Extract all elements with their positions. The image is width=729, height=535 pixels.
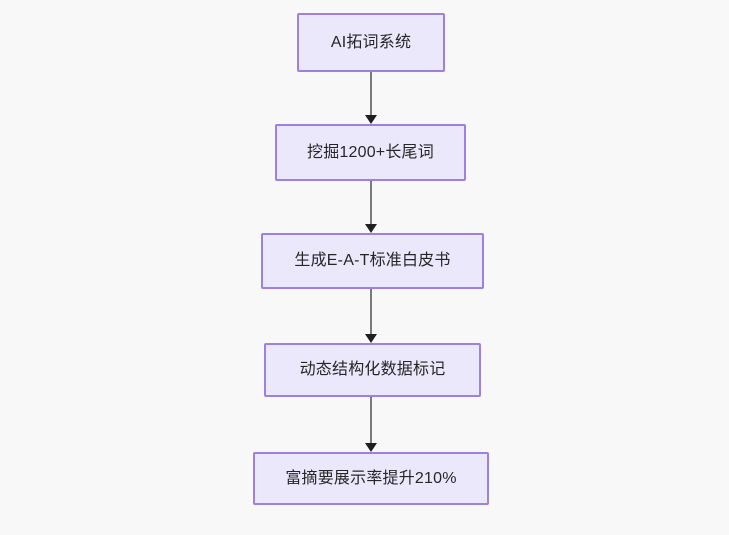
- flow-node-label: 挖掘1200+长尾词: [307, 143, 434, 161]
- connector-n1-n2: [356, 72, 386, 124]
- flow-node-label: 动态结构化数据标记: [299, 361, 446, 379]
- flow-node-label: 富摘要展示率提升210%: [285, 469, 457, 487]
- connector-n2-n3: [356, 181, 386, 233]
- flow-node-label: 生成E-A-T标准白皮书: [294, 252, 451, 270]
- flow-node-ai-keyword-system[interactable]: AI拓词系统: [297, 13, 445, 72]
- flow-node-dynamic-structured-data-markup[interactable]: 动态结构化数据标记: [264, 343, 481, 397]
- connector-n4-n5: [356, 397, 386, 452]
- flow-node-label: AI拓词系统: [330, 33, 412, 51]
- flow-node-mine-longtail-keywords[interactable]: 挖掘1200+长尾词: [275, 124, 466, 181]
- flow-node-generate-eat-whitepaper[interactable]: 生成E-A-T标准白皮书: [261, 233, 484, 289]
- connector-n3-n4: [356, 289, 386, 343]
- flow-node-rich-snippet-uplift[interactable]: 富摘要展示率提升210%: [253, 452, 489, 505]
